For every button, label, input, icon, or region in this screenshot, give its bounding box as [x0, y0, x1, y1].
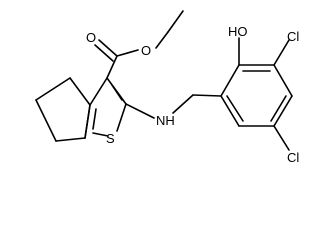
bond	[69, 77, 91, 106]
bond	[192, 94, 222, 97]
amine-label: NH	[156, 113, 175, 128]
bond	[98, 39, 118, 57]
bond-layer	[35, 10, 293, 151]
bond	[92, 132, 109, 137]
bond	[116, 49, 139, 57]
bond	[55, 137, 86, 142]
bond	[172, 94, 194, 114]
bond	[273, 64, 293, 97]
bond	[155, 31, 169, 49]
bond	[106, 55, 118, 79]
bond	[116, 103, 127, 132]
bond	[35, 77, 71, 101]
bond	[273, 95, 293, 127]
bond	[167, 10, 184, 33]
hydroxyl-label: HO	[228, 24, 248, 39]
bond	[273, 125, 290, 151]
structure-svg: O O HO Cl Cl NH S	[35, 10, 299, 165]
bond	[220, 64, 240, 97]
ester-oxygen-label: O	[141, 43, 151, 58]
sulfur-label: S	[106, 131, 115, 146]
bond	[92, 108, 97, 130]
bond	[35, 99, 57, 142]
bond	[84, 104, 91, 139]
chloro-bottom-label: Cl	[287, 150, 299, 165]
chemical-structure: O O HO Cl Cl NH S	[35, 10, 299, 165]
bond	[226, 95, 244, 122]
chloro-top-label: Cl	[287, 29, 299, 44]
bond	[270, 95, 287, 122]
bond	[111, 84, 123, 101]
bond	[89, 77, 108, 106]
bond	[125, 103, 155, 119]
bond	[273, 39, 290, 66]
carbonyl-oxygen-label: O	[86, 30, 96, 45]
bond	[94, 44, 114, 62]
label-layer: O O HO Cl Cl NH S	[86, 24, 299, 165]
bond	[220, 95, 240, 127]
